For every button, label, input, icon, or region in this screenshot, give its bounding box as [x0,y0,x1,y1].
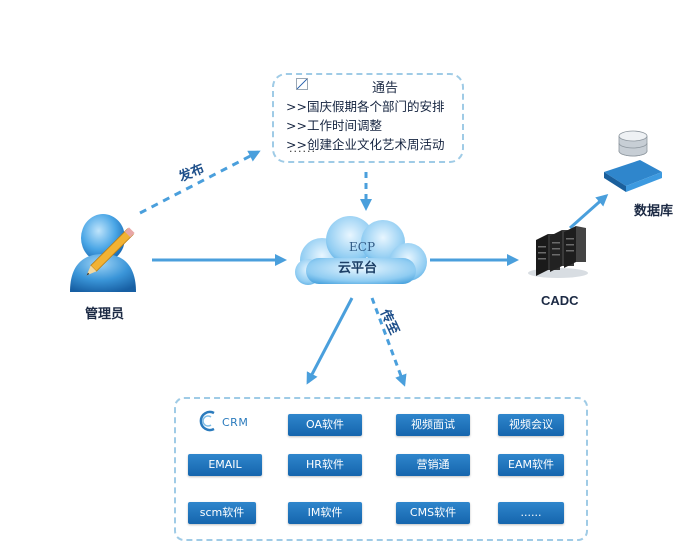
admin-label: 管理员 [85,307,125,322]
notice-item: >>创建企业文化艺术周活动 [286,137,445,152]
software-email: EMAIL [188,454,262,476]
notice-icon [296,78,308,90]
crm-logo-icon [199,410,215,432]
cloud-ecp-label: ECP [349,240,376,254]
notice-title: 通告 [372,81,399,96]
software-video-conference: 视频会议 [498,414,564,436]
software-scm: scm软件 [188,502,256,524]
software-hr: HR软件 [288,454,362,476]
software-cms: CMS软件 [396,502,470,524]
software-oa: OA软件 [288,414,362,436]
notice-item: >>国庆假期各个部门的安排 [286,99,445,114]
cloud-platform-label: 云平台 [338,261,378,276]
cadc-to-database-arrow [569,194,609,230]
software-video-interview: 视频面试 [396,414,470,436]
cadc-label: CADC [541,293,579,308]
software-im: IM软件 [288,502,362,524]
cloud-to-software-arrow [306,297,354,385]
software-more: ...... [498,502,564,524]
notice-ellipsis: ...... [289,142,316,155]
database-label: 数据库 [634,204,674,219]
deliver-arrow [370,297,407,387]
software-marketing: 营销通 [396,454,470,476]
publish-arrow [139,150,261,215]
software-eam: EAM软件 [498,454,564,476]
notice-item: >>工作时间调整 [286,118,382,133]
crm-label: CRM [222,416,249,429]
